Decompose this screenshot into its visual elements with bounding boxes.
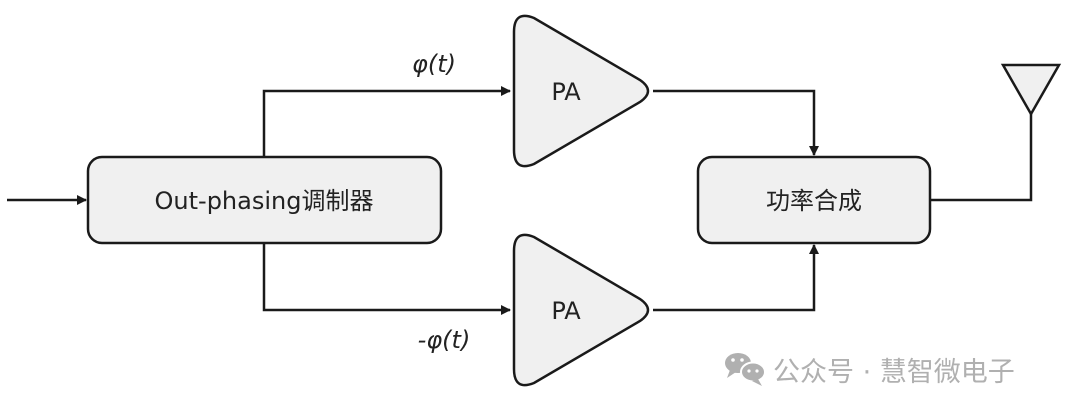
pa-lower-label: PA <box>551 297 581 325</box>
pa-lower-amplifier: PA <box>512 233 650 387</box>
wechat-icon <box>725 353 766 386</box>
combiner-block: 功率合成 <box>696 155 932 245</box>
lower-output-wire <box>653 244 819 312</box>
pa-upper-amplifier: PA <box>512 14 650 168</box>
lower-signal-label: -φ(t) <box>418 326 471 354</box>
combiner-label: 功率合成 <box>766 187 862 215</box>
antenna-icon <box>1000 63 1062 117</box>
pa-upper-label: PA <box>551 78 581 106</box>
lower-branch-wire <box>262 243 511 315</box>
watermark-text: 公众号 · 慧智微电子 <box>773 357 1015 388</box>
antenna-feed-wire <box>930 114 1033 202</box>
upper-branch-wire <box>262 86 511 157</box>
modulator-block: Out-phasing调制器 <box>86 155 443 245</box>
watermark: 公众号 · 慧智微电子 <box>725 353 1015 388</box>
modulator-label: Out-phasing调制器 <box>155 187 374 215</box>
upper-output-wire <box>653 89 819 156</box>
upper-signal-label: φ(t) <box>412 50 456 78</box>
